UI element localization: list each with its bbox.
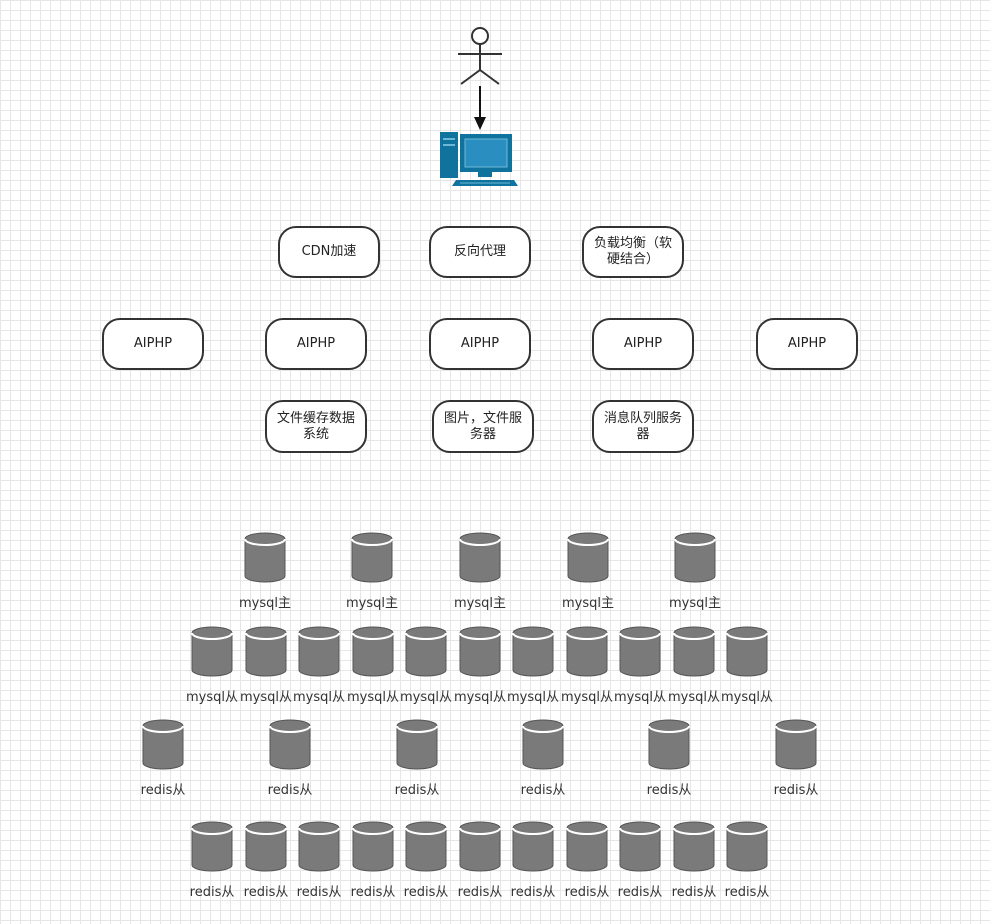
database-icon — [141, 718, 185, 776]
database-icon — [725, 820, 769, 878]
database-icon — [458, 531, 502, 589]
database-label: redis从 — [457, 885, 503, 900]
database-icon — [618, 625, 662, 683]
database-label: redis从 — [296, 885, 342, 900]
database-icon — [511, 820, 555, 878]
database-icon — [190, 820, 234, 878]
database-icon — [243, 531, 287, 589]
database-icon — [672, 820, 716, 878]
person-icon — [458, 27, 502, 85]
database-icon — [511, 625, 555, 683]
database-icon — [404, 625, 448, 683]
reverse-proxy-node: 反向代理 — [429, 226, 531, 278]
database-icon — [725, 625, 769, 683]
database-label: mysql主 — [562, 596, 614, 611]
database-label: redis从 — [671, 885, 717, 900]
database-icon — [566, 531, 610, 589]
database-label: mysql从 — [454, 690, 506, 705]
database-label: redis从 — [243, 885, 289, 900]
app-server-node: AIPHP — [592, 318, 694, 370]
database-label: mysql从 — [507, 690, 559, 705]
database-label: mysql主 — [346, 596, 398, 611]
database-label: mysql从 — [186, 690, 238, 705]
database-label: redis从 — [350, 885, 396, 900]
database-label: mysql从 — [668, 690, 720, 705]
image-file-server-node: 图片，文件服务器 — [432, 400, 534, 453]
database-icon — [565, 820, 609, 878]
database-label: redis从 — [140, 783, 186, 798]
arrow-connector — [474, 86, 486, 130]
message-queue-node: 消息队列服务器 — [592, 400, 694, 453]
database-label: redis从 — [403, 885, 449, 900]
database-label: mysql主 — [454, 596, 506, 611]
database-icon — [458, 820, 502, 878]
database-icon — [297, 625, 341, 683]
database-label: redis从 — [510, 885, 556, 900]
app-server-node: AIPHP — [102, 318, 204, 370]
database-label: mysql从 — [400, 690, 452, 705]
database-label: redis从 — [520, 783, 566, 798]
database-icon — [673, 531, 717, 589]
database-label: mysql从 — [240, 690, 292, 705]
database-icon — [404, 820, 448, 878]
database-label: redis从 — [724, 885, 770, 900]
database-icon — [458, 625, 502, 683]
database-label: mysql从 — [721, 690, 773, 705]
database-icon — [521, 718, 565, 776]
database-label: redis从 — [189, 885, 235, 900]
database-label: redis从 — [267, 783, 313, 798]
database-icon — [297, 820, 341, 878]
file-cache-node: 文件缓存数据系统 — [265, 400, 367, 453]
database-icon — [350, 531, 394, 589]
database-label: mysql主 — [239, 596, 291, 611]
database-icon — [395, 718, 439, 776]
database-label: redis从 — [646, 783, 692, 798]
database-label: mysql从 — [614, 690, 666, 705]
database-label: redis从 — [617, 885, 663, 900]
load-balancer-node: 负载均衡（软硬结合） — [582, 226, 684, 278]
computer-icon — [440, 132, 518, 186]
database-label: redis从 — [394, 783, 440, 798]
database-label: mysql从 — [561, 690, 613, 705]
app-server-node: AIPHP — [265, 318, 367, 370]
database-label: mysql主 — [669, 596, 721, 611]
database-label: mysql从 — [347, 690, 399, 705]
database-icon — [774, 718, 818, 776]
database-icon — [618, 820, 662, 878]
database-icon — [565, 625, 609, 683]
database-icon — [351, 820, 395, 878]
database-icon — [190, 625, 234, 683]
database-label: redis从 — [564, 885, 610, 900]
database-icon — [647, 718, 691, 776]
database-icon — [244, 820, 288, 878]
database-icon — [672, 625, 716, 683]
database-label: redis从 — [773, 783, 819, 798]
cdn-node: CDN加速 — [278, 226, 380, 278]
database-icon — [268, 718, 312, 776]
app-server-node: AIPHP — [429, 318, 531, 370]
database-icon — [351, 625, 395, 683]
app-server-node: AIPHP — [756, 318, 858, 370]
database-icon — [244, 625, 288, 683]
database-label: mysql从 — [293, 690, 345, 705]
